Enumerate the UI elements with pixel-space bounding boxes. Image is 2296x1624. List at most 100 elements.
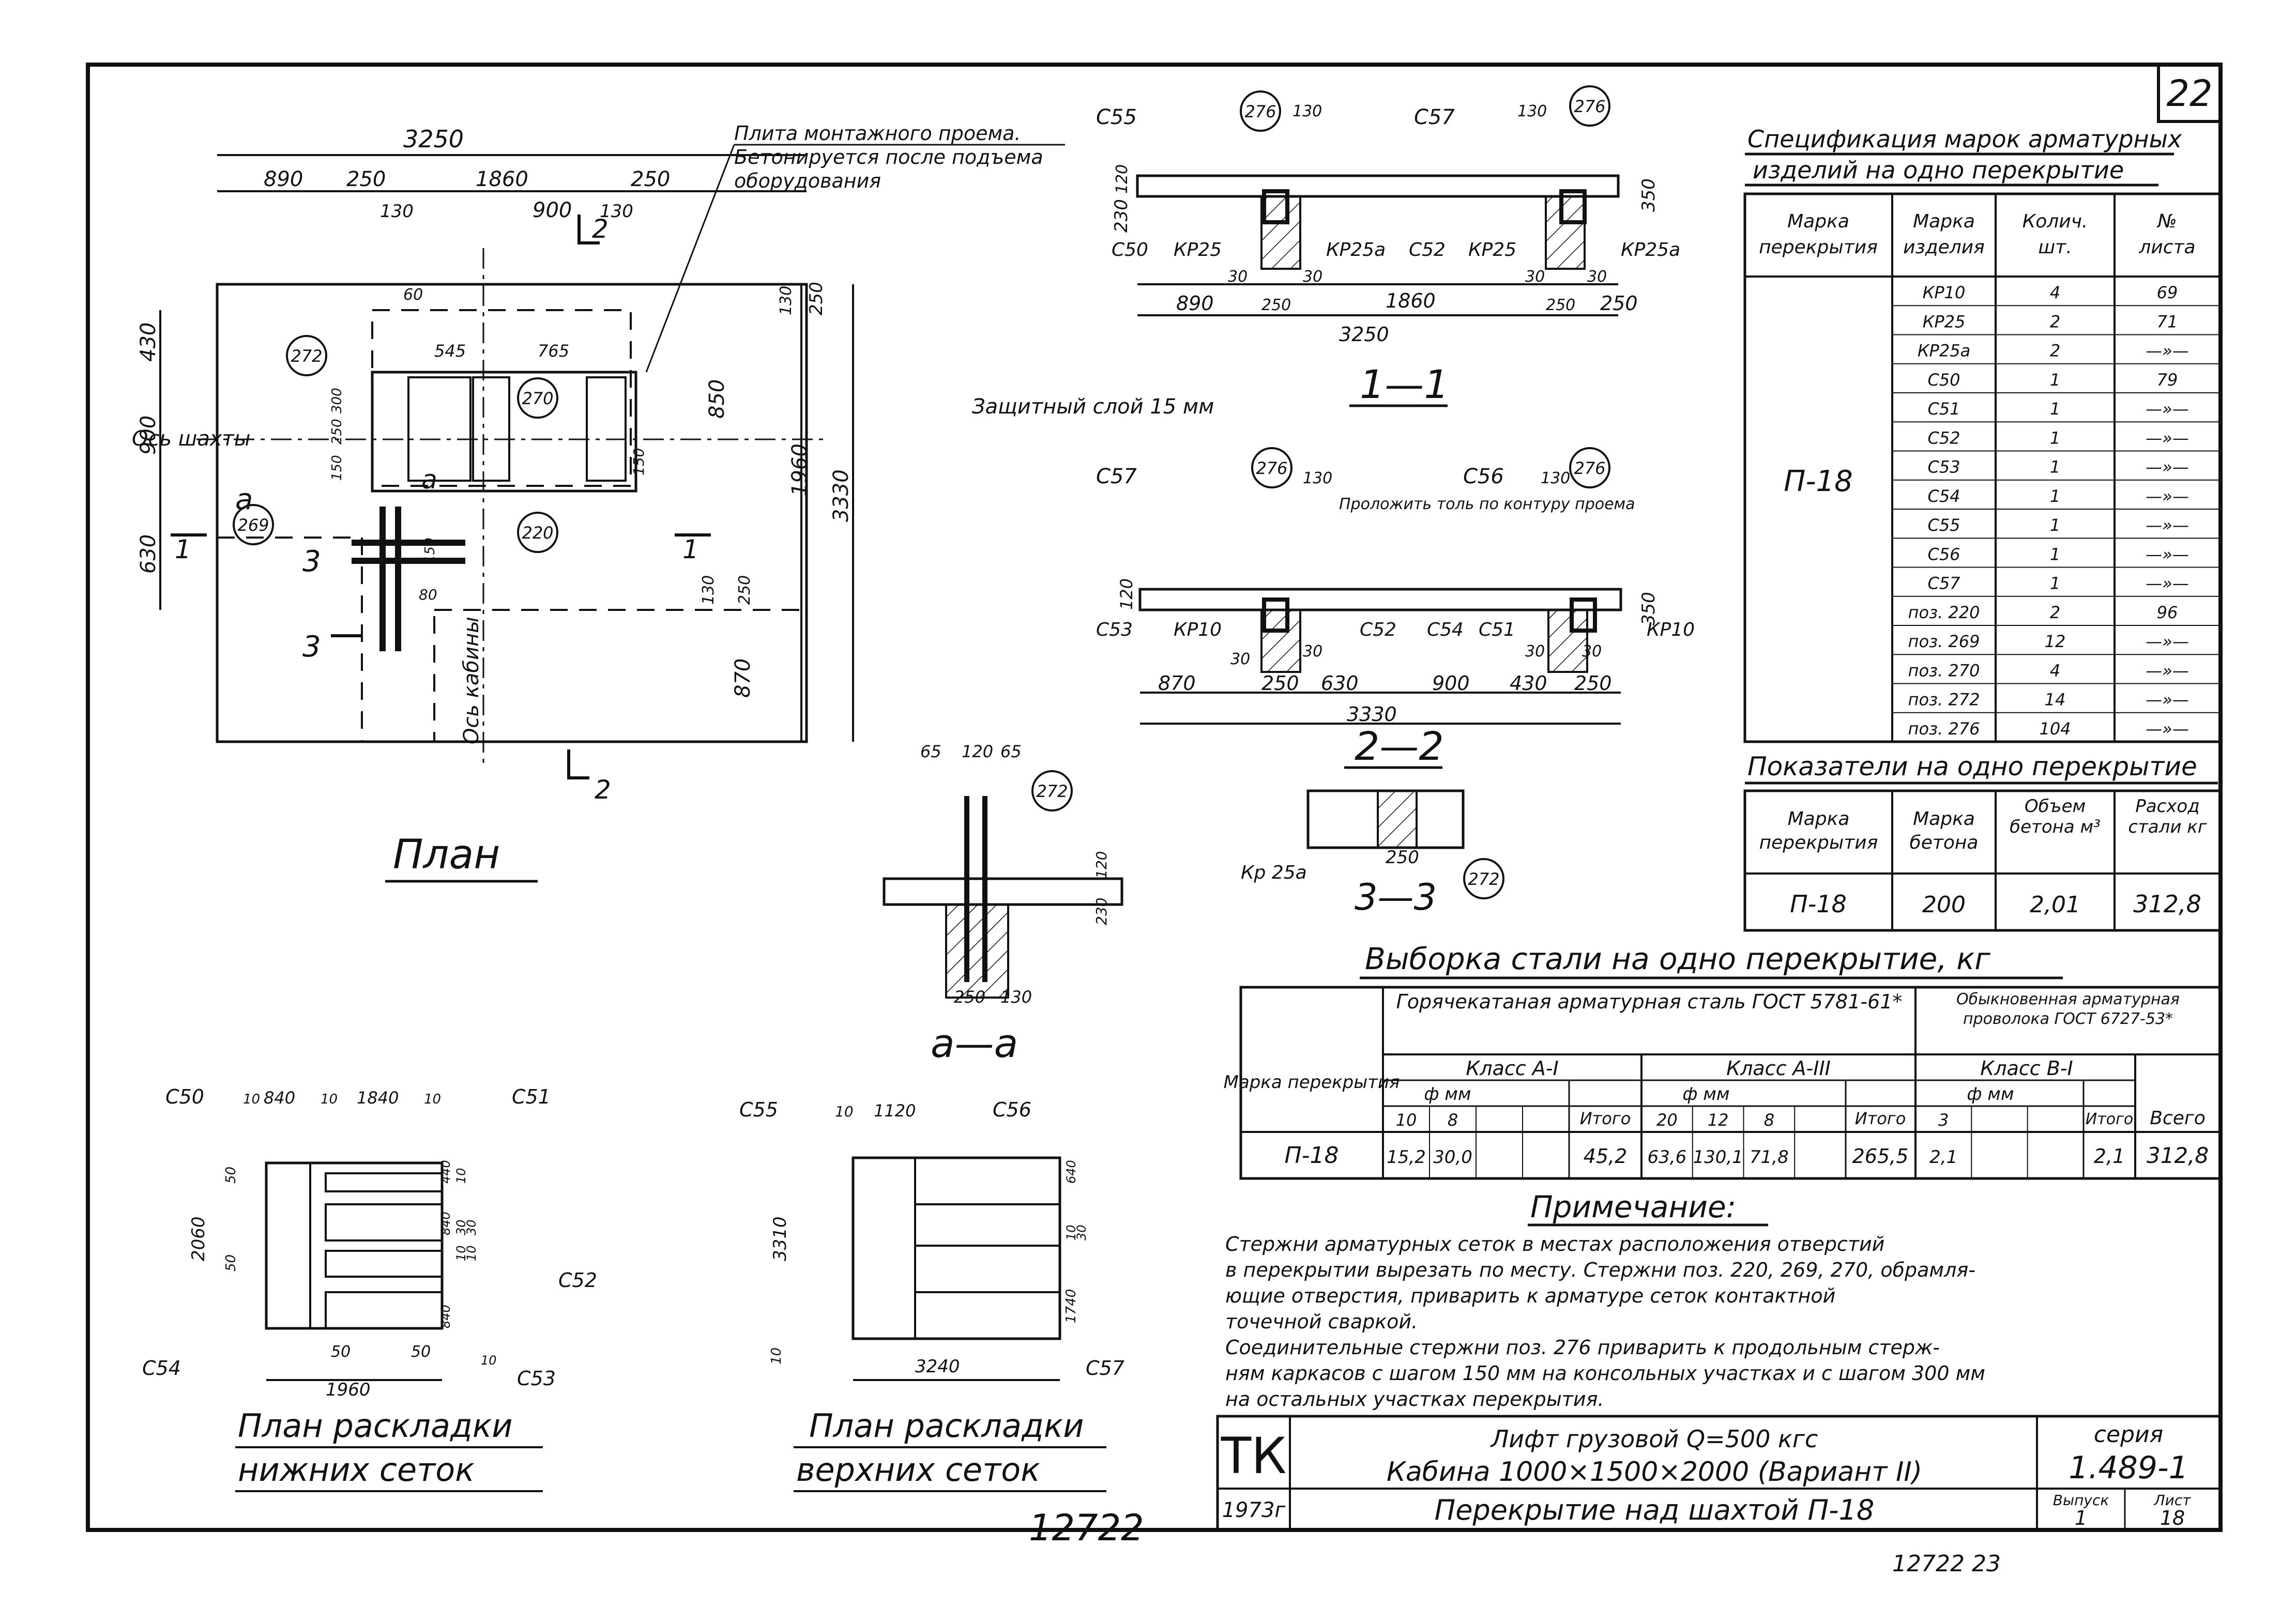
- lm-dim-840b: 840: [438, 1212, 453, 1235]
- spec-cell-sheet: 69: [2157, 283, 2178, 302]
- lm-dim-50a: 50: [223, 1167, 239, 1184]
- steel-itogo1: 45,2: [1584, 1145, 1628, 1168]
- lm-dim-10b: 10: [321, 1092, 338, 1107]
- spec-mark: П-18: [1784, 465, 1853, 498]
- spec-cell-qty: 2: [2050, 341, 2060, 361]
- tb-frame: [1216, 1415, 2222, 1531]
- spec-cell-item: С54: [1927, 486, 1960, 506]
- lm-dim-10g: 10: [481, 1353, 497, 1368]
- steel-value-cell: 71,8: [1750, 1147, 1789, 1168]
- s1-dim-250b: 250: [1546, 296, 1575, 314]
- spec-cell-item: С52: [1927, 428, 1960, 448]
- plan-dim-890: 890: [264, 167, 303, 191]
- um-dim-10b: 10: [1064, 1224, 1078, 1240]
- plan-lower-left-dashed: [216, 537, 363, 743]
- um-label-c57: С57: [1086, 1357, 1124, 1380]
- plan-dim-250b: 250: [631, 167, 670, 191]
- plan-dim-r850: 850: [705, 379, 729, 419]
- notes-line: на остальных участках перекрытия.: [1225, 1388, 1604, 1411]
- s1-dim-130a: 130: [1293, 102, 1322, 120]
- upper-mesh-layout: С55 С56 С57 10 1120 640 10 30 3310 1740 …: [739, 1098, 1124, 1492]
- spec-cell-sheet: —»—: [2146, 486, 2189, 506]
- ind-title: Показатели на одно перекрытие: [1747, 752, 2197, 782]
- callout-269-plan: [233, 504, 274, 545]
- spec-cell-item: С50: [1927, 370, 1960, 390]
- callout-270-plan: [517, 377, 558, 419]
- s2-dim-250b: 250: [1574, 672, 1612, 695]
- s2-dim-900: 900: [1432, 672, 1470, 695]
- s2-label-kr10b: КР10: [1647, 619, 1695, 640]
- steel-title: Выборка стали на одно перекрытие, кг: [1365, 941, 1990, 976]
- plan-hole-left: [407, 376, 472, 482]
- section-3-3: Кр 25а 272 250 3—3: [1241, 789, 1504, 918]
- spec-cell-sheet: —»—: [2146, 661, 2189, 680]
- spec-cell-item: КР25а: [1918, 341, 1970, 361]
- spec-h-qty-2: шт.: [2038, 237, 2072, 258]
- s1-dim-120: 120: [1113, 164, 1131, 194]
- ind-h-mark: Марка перекрытия: [1759, 808, 1878, 853]
- s1-cage-left: [1262, 189, 1289, 224]
- s2-dim-350: 350: [1638, 592, 1659, 625]
- steel-total: 312,8: [2147, 1143, 2209, 1168]
- lm-dim-50d: 50: [411, 1343, 431, 1361]
- sa-dim-130: 130: [1000, 987, 1032, 1007]
- s3-title: 3—3: [1355, 876, 1437, 918]
- s2-callout-276a: [1251, 447, 1293, 488]
- steel-h-group2: Обыкновенная арматурная проволока ГОСТ 6…: [1956, 990, 2180, 1028]
- spec-h-item-1: Марка: [1913, 211, 1975, 232]
- plan-dim-900: 900: [533, 198, 572, 222]
- um-dim-30: 30: [1074, 1224, 1089, 1240]
- plan-dim-545: 545: [434, 341, 466, 361]
- plan-dim-250a: 250: [346, 167, 386, 191]
- plan-dim-250c: 250: [329, 419, 345, 445]
- steel-h-itogo1: Итого: [1580, 1109, 1631, 1128]
- s2-rib-left: [1260, 609, 1301, 673]
- spec-cell-item: С53: [1927, 457, 1960, 477]
- lm-dim-10a: 10: [243, 1092, 260, 1107]
- steel-h-phi1: ф мм: [1424, 1084, 1471, 1105]
- sa-slab: [883, 877, 1123, 906]
- um-frame: [852, 1156, 1061, 1340]
- ind-frame: [1743, 789, 2222, 932]
- tb-series: 1.489-1: [2069, 1450, 2188, 1486]
- s2-label-c54: С54: [1427, 619, 1464, 640]
- um-title-2: верхних сеток: [796, 1451, 1040, 1489]
- s2-dim-30a: 30: [1230, 650, 1250, 668]
- s1-dim-350: 350: [1638, 178, 1659, 212]
- plan-dim-130a: 130: [380, 201, 414, 222]
- callout-270-plan-label: 270: [522, 389, 553, 408]
- steel-value-cell: 30,0: [1433, 1147, 1472, 1168]
- s1-callout-276b: [1569, 85, 1610, 127]
- s1-dim-30b: 30: [1303, 268, 1322, 286]
- lm-c52a: [325, 1203, 443, 1242]
- plan-dim-r250: 250: [806, 282, 827, 315]
- plan-dim-765: 765: [538, 341, 569, 361]
- spec-cell-item: С57: [1927, 574, 1960, 593]
- steel-row-mark: П-18: [1285, 1142, 1339, 1169]
- s2-cage-right: [1570, 597, 1597, 633]
- spec-cell-qty: 1: [2050, 457, 2060, 477]
- spec-cell-item: поз. 272: [1908, 690, 1980, 710]
- sa-callout-272-label: 272: [1036, 782, 1068, 801]
- plan-hole-mid: [472, 376, 510, 482]
- lm-dim-10d: 10: [454, 1168, 468, 1184]
- spec-h-item-2: изделия: [1903, 237, 1985, 258]
- spec-cell-sheet: —»—: [2146, 428, 2189, 448]
- notes-line: в перекрытии вырезать по месту. Стержни …: [1225, 1259, 1975, 1281]
- notes-line: ющие отверстия, приварить к арматуре сет…: [1225, 1284, 1835, 1307]
- notes-line: точечной сваркой.: [1225, 1310, 1418, 1333]
- plan-dim-r250b: 250: [736, 575, 754, 605]
- plan-dim-80: 80: [419, 586, 437, 603]
- s1-dim-130b: 130: [1517, 102, 1547, 120]
- s2-dim-130a: 130: [1303, 469, 1332, 487]
- s1-label-c52: С52: [1409, 239, 1446, 261]
- steel-diameter-cell: 10: [1396, 1110, 1417, 1130]
- axis-cabin-label: Ось кабины: [460, 617, 483, 744]
- s1-dim-230: 230: [1111, 199, 1132, 233]
- plan-dim-130b: 130: [600, 201, 633, 222]
- s2-dim-30d: 30: [1582, 642, 1602, 661]
- s2-dim-250a: 250: [1261, 672, 1299, 695]
- tb-series-label: серия: [2094, 1421, 2163, 1448]
- steel-value-cell: 2,1: [1929, 1147, 1957, 1168]
